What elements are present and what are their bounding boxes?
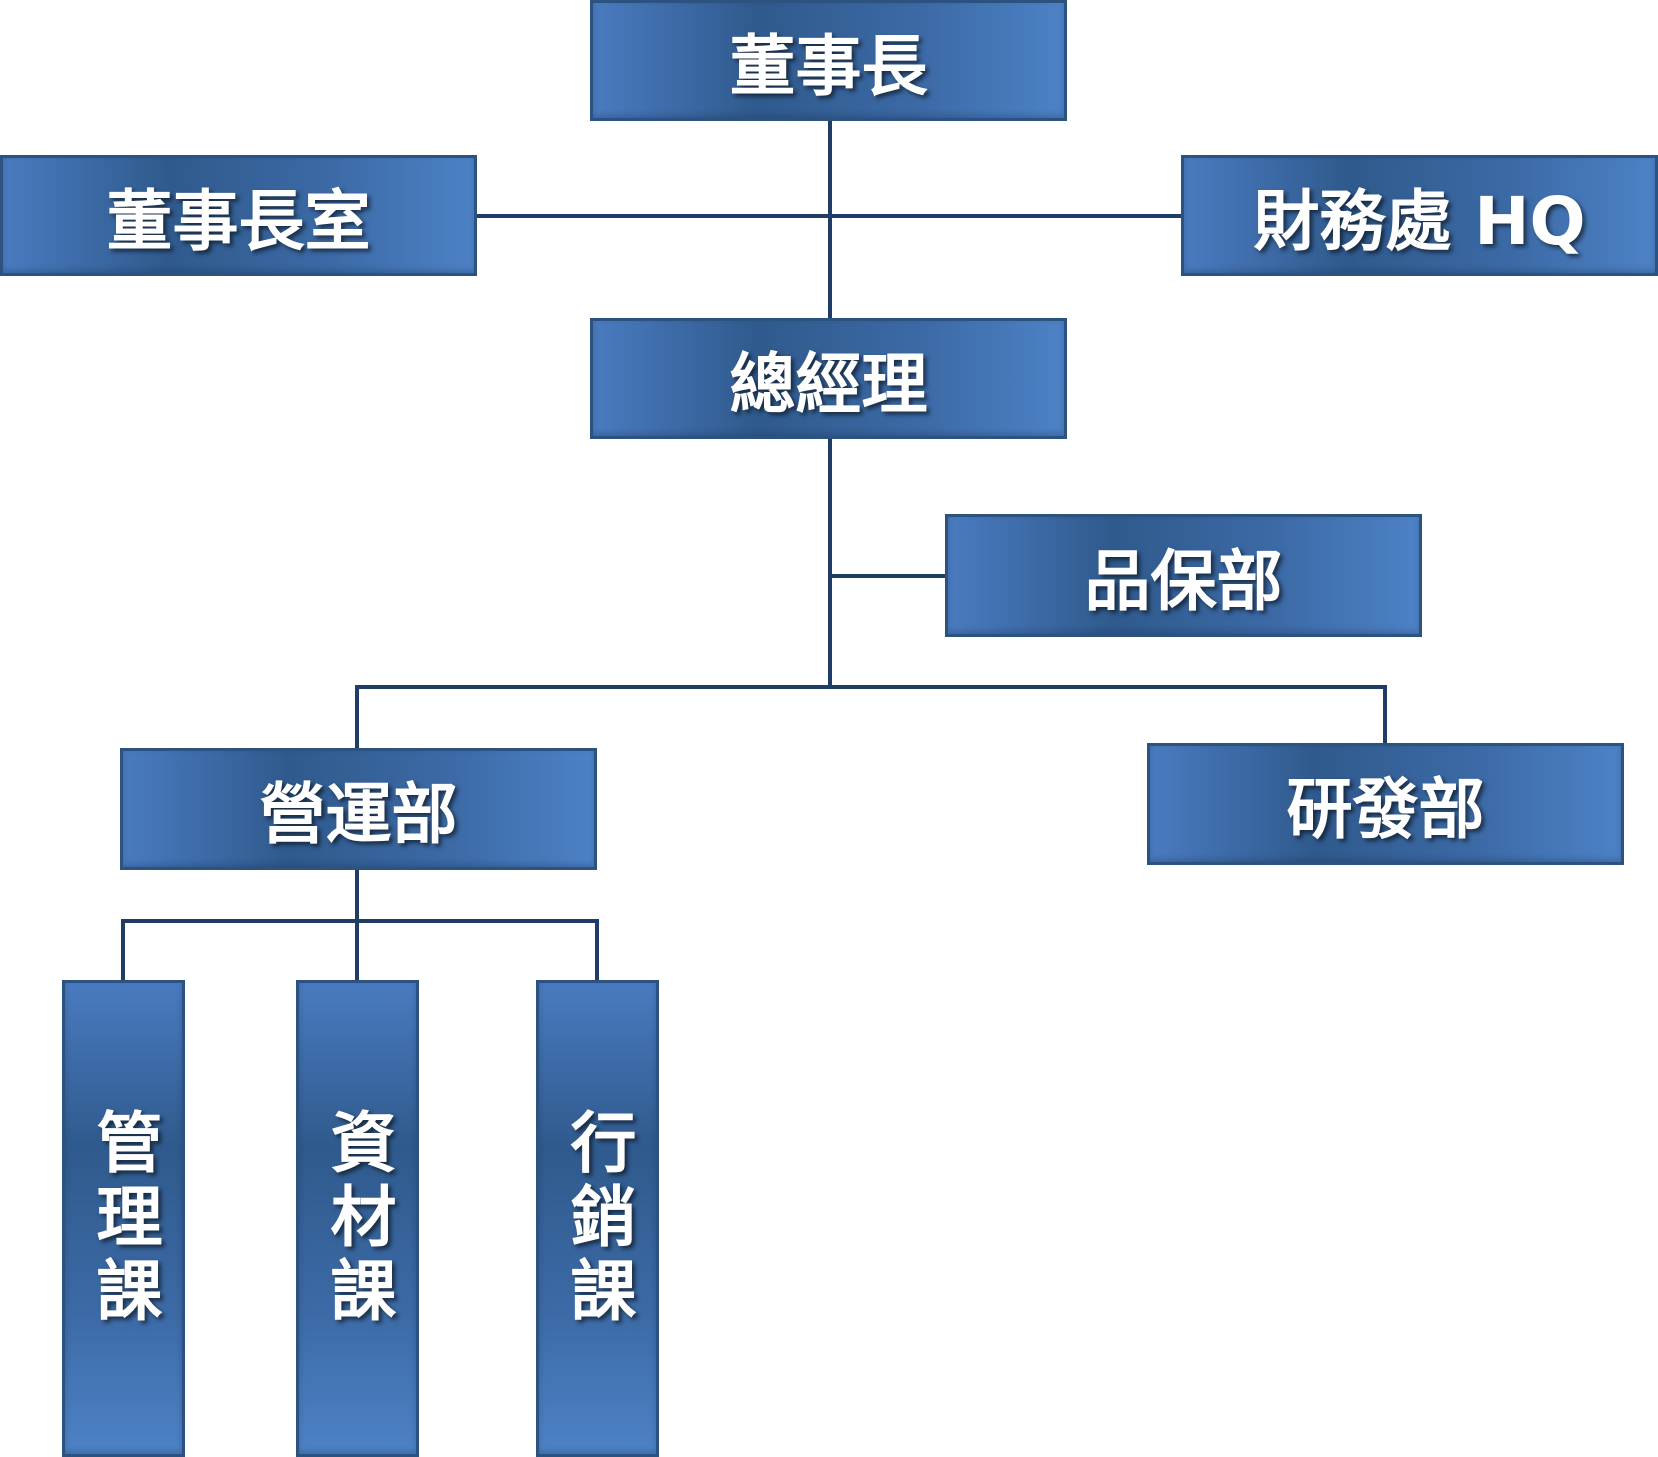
connector-chairman-to-gm [828, 120, 832, 319]
connector-office-to-finance [474, 214, 1183, 218]
node-rnd: 研發部 [1147, 743, 1624, 865]
connector-operations-trunk [355, 867, 359, 983]
node-chairman: 董事長 [590, 0, 1067, 121]
connector-departments-bar [355, 685, 1387, 689]
node-management-section: 管理課 [62, 980, 185, 1457]
connector-gm-trunk [828, 438, 832, 688]
node-marketing-section: 行銷課 [536, 980, 659, 1457]
connector-sections-bar [121, 919, 599, 923]
node-materials-section: 資材課 [296, 980, 419, 1457]
connector-to-marketing [595, 919, 599, 983]
connector-gm-to-qa [828, 574, 946, 578]
node-operations: 營運部 [120, 748, 597, 870]
connector-to-management [121, 919, 125, 983]
node-quality-assurance: 品保部 [945, 514, 1422, 637]
node-general-manager: 總經理 [590, 318, 1067, 439]
connector-to-operations [355, 685, 359, 751]
connector-to-rnd [1383, 685, 1387, 746]
node-finance-hq: 財務處 HQ [1181, 155, 1658, 276]
node-chairman-office: 董事長室 [0, 155, 477, 276]
